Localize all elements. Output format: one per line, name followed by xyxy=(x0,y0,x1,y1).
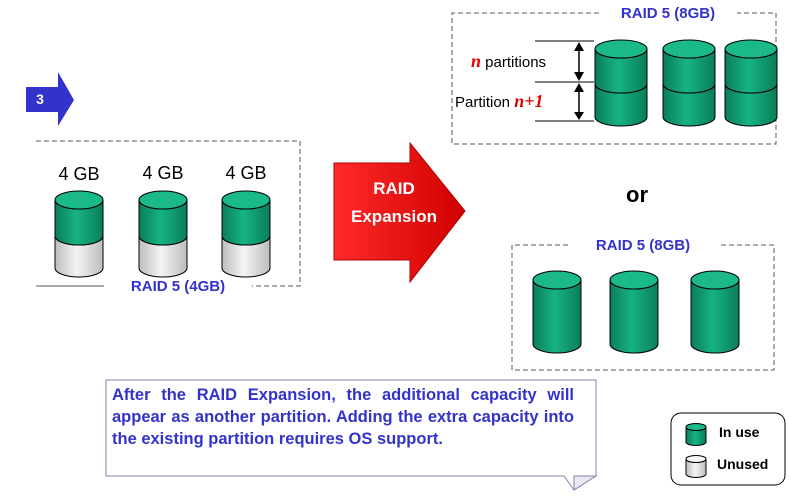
option-b-disk-3 xyxy=(690,270,740,354)
note-text: After the RAID Expansion, the additional… xyxy=(112,386,574,448)
legend-unused-label: Unused xyxy=(717,456,768,472)
n-partitions-label: n partitions xyxy=(471,51,546,71)
partition-n1-dimension xyxy=(574,83,584,120)
disk-3 xyxy=(221,190,271,278)
option-b-disk-1-top xyxy=(532,270,582,290)
step-number: 3 xyxy=(36,91,44,107)
raid5-4gb-label: RAID 5 (4GB) xyxy=(131,278,225,295)
disk-3-capacity: 4 GB xyxy=(225,163,266,183)
option-b-disk-3-top xyxy=(690,270,740,290)
option-a-disks xyxy=(594,39,778,127)
legend-unused-icon-top xyxy=(685,455,707,463)
disk-3-top xyxy=(221,190,271,210)
disk-1 xyxy=(54,190,104,278)
n1-var: n+1 xyxy=(514,91,543,111)
arrow-label-line1: RAID xyxy=(373,179,415,198)
disk-2-top xyxy=(138,190,188,210)
n-partitions-dimension xyxy=(574,42,584,81)
option-a-disk-2-top xyxy=(662,39,716,59)
disk-2-capacity: 4 GB xyxy=(142,163,183,183)
option-a-disk-3 xyxy=(724,39,778,127)
note-callout xyxy=(105,379,598,491)
legend: In use Unused xyxy=(670,412,786,486)
raid5-8gb-single-group: RAID 5 (8GB) xyxy=(511,237,775,371)
disk-1-capacity: 4 GB xyxy=(58,164,99,184)
legend-unused-icon xyxy=(685,455,707,478)
option-b-disk-3-segment-1 xyxy=(690,279,740,354)
disk-2 xyxy=(138,190,188,278)
legend-in-use-icon xyxy=(685,423,707,446)
option-a-disk-3-top xyxy=(724,39,778,59)
before-disks xyxy=(54,190,271,278)
n-var: n xyxy=(471,51,481,71)
option-a-disk-1 xyxy=(594,39,648,127)
option-a-label: RAID 5 (8GB) xyxy=(621,5,715,22)
option-b-disk-2-top xyxy=(609,270,659,290)
partition-text: Partition xyxy=(455,94,514,111)
legend-in-use-label: In use xyxy=(719,424,760,440)
option-a-disk-1-top xyxy=(594,39,648,59)
option-b-disks xyxy=(532,270,740,354)
option-b-disk-1-segment-1 xyxy=(532,279,582,354)
or-text: or xyxy=(626,182,648,207)
option-b-disk-2 xyxy=(609,270,659,354)
legend-in-use-icon-top xyxy=(685,423,707,431)
step-badge: 3 xyxy=(26,72,74,126)
option-b-disk-2-segment-1 xyxy=(609,279,659,354)
disk-1-top xyxy=(54,190,104,210)
option-b-label: RAID 5 (8GB) xyxy=(596,237,690,254)
raid5-8gb-partitioned-group: RAID 5 (8GB) n partitions Partition n+1 xyxy=(451,5,778,145)
n-partitions-text: partitions xyxy=(481,54,546,71)
option-a-disk-2 xyxy=(662,39,716,127)
option-b-disk-1 xyxy=(532,270,582,354)
partition-n1-label: Partition n+1 xyxy=(455,91,543,111)
raid-expansion-arrow: RAID Expansion xyxy=(333,141,466,284)
raid5-4gb-group: RAID 5 (4GB) 4 GB 4 GB 4 GB xyxy=(36,140,301,295)
arrow-label-line2: Expansion xyxy=(351,207,437,226)
